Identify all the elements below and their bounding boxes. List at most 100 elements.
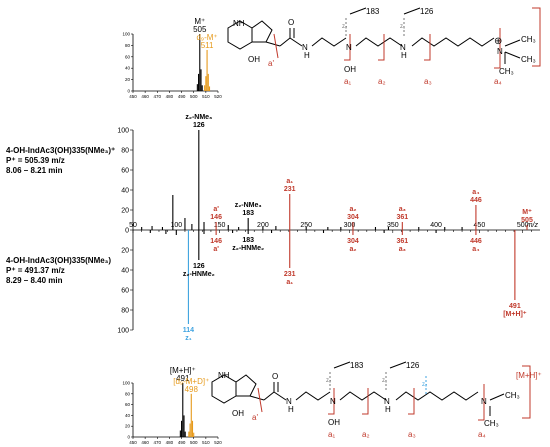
top-inset-series-name: M⁺ [194, 17, 205, 26]
top-inset-ytick-label: 0 [127, 89, 130, 94]
bottom-number-126: 126 [406, 361, 420, 370]
bottom-inset-ytick-label: 100 [122, 381, 130, 386]
bottom-peak-ion: a₃ [399, 246, 406, 253]
top-n2-label: N [400, 43, 406, 52]
bottom-inset-xtick-label: 510 [202, 440, 210, 445]
bottom-structure-text: NH OH O N H N OH N H N CH₃ CH₃ 183 126 z… [218, 361, 542, 439]
analyte-rt-bottom: 8.29 – 8.40 min [6, 276, 63, 285]
top-nh-label: NH [233, 19, 245, 28]
bottom-inset-ytick-label: 0 [127, 435, 130, 440]
mirror-ytick-label-bottom: 40 [121, 268, 129, 275]
mirror-xtick-label: 500 [517, 222, 529, 229]
top-oh-aromatic-label: OH [248, 55, 260, 64]
bottom-ion-label: [M+H]⁺ [516, 371, 542, 380]
top-peak-label: 231 [284, 186, 296, 193]
bottom-inset-xtick-label: 520 [214, 440, 222, 445]
mirror-xtick-label: 200 [257, 222, 269, 229]
mirror-xtick-label: 450 [474, 222, 486, 229]
top-peak-ion: z₂-NMe₃ [235, 202, 262, 209]
bottom-peak-label: 491 [509, 303, 521, 310]
bottom-peak-label: 146 [210, 238, 222, 245]
top-peak-label: 126 [193, 122, 205, 129]
top-frag-a-prime: a' [268, 59, 274, 68]
bottom-methyl-1: CH₃ [505, 391, 520, 400]
bottom-inset-series-name: [M+H]⁺ [170, 366, 196, 375]
analyte-precursor-top: P⁺ = 505.39 m/z [6, 156, 65, 165]
top-peak-ion: a₃ [399, 206, 406, 213]
top-methyl-1: CH₃ [521, 35, 536, 44]
mirror-xtick-label: 400 [430, 222, 442, 229]
bottom-peak-label: 446 [470, 238, 482, 245]
top-peak-label: 304 [347, 214, 359, 221]
top-inset-xtick-label: 520 [214, 94, 222, 99]
mirror-xtick-label: 350 [387, 222, 399, 229]
top-bond-z2: z₂ [342, 24, 348, 30]
bottom-inset-ytick-label: 60 [125, 402, 131, 407]
top-inset-ytick-label: 40 [125, 66, 131, 71]
top-amide-nh-label: N [302, 43, 308, 52]
top-structure-diagram [227, 7, 541, 69]
mirror-ytick-label-top: 20 [121, 208, 129, 215]
bottom-inset-series-name: [d₉-M+D]⁺ [173, 377, 209, 386]
bottom-inset-series-annotation: 498 [185, 385, 199, 394]
bottom-peak-label: 304 [347, 238, 359, 245]
mirror-ytick-label-top: 100 [117, 128, 129, 135]
mirror-xtick-label: 150 [214, 222, 226, 229]
analyte-info-top: 4-OH-IndAc3(OH)335(NMe₃)⁺ P⁺ = 505.39 m/… [6, 146, 115, 176]
mirror-ytick-label-bottom: 80 [121, 308, 129, 315]
bottom-peak-ion: a₄ [472, 246, 479, 253]
bottom-bond-z2a: z₂ [326, 378, 332, 384]
top-number-126: 126 [420, 7, 434, 16]
top-charge-label: ⊕ [494, 36, 502, 47]
top-inset-xtick-label: 510 [202, 94, 210, 99]
mirror-ytick-label-bottom: 100 [117, 328, 129, 335]
bottom-oh-label: OH [328, 418, 340, 427]
analyte-precursor-bottom: P⁺ = 491.37 m/z [6, 266, 65, 275]
bottom-frag-a-prime: a' [252, 413, 258, 422]
bottom-inset-series-annotation: 491 [176, 374, 190, 383]
bottom-carbonyl-label: O [272, 372, 278, 381]
top-inset-xtick-label: 490 [178, 94, 186, 99]
bottom-peak-label: 183 [242, 237, 254, 244]
analyte-rt-top: 8.06 – 8.21 min [6, 166, 63, 175]
top-peak-label: 361 [396, 214, 408, 221]
top-peak-label: 446 [470, 197, 482, 204]
top-quaternary-n-label: N [497, 47, 503, 56]
mirror-xtick-label: 50 [129, 222, 137, 229]
mirror-ytick-label-bottom: 60 [121, 288, 129, 295]
bottom-number-183: 183 [350, 361, 364, 370]
bottom-peak-label: 114 [183, 327, 194, 334]
bottom-inset-ytick-label: 20 [125, 424, 131, 429]
top-frag-a1: a₁ [344, 77, 351, 86]
bottom-peak-ion: a' [213, 246, 219, 253]
bottom-peak-label: 126 [193, 263, 205, 270]
top-inset-xtick-label: 460 [141, 94, 149, 99]
top-frag-a4: a₄ [494, 77, 502, 86]
mirror-ytick-label-top: 0 [125, 228, 129, 235]
top-h2-label: H [401, 51, 407, 60]
top-number-183: 183 [366, 7, 380, 16]
bottom-inset-xtick-label: 480 [166, 440, 174, 445]
bottom-structure-diagram [211, 361, 531, 421]
bottom-frag-a1: a₁ [328, 430, 335, 439]
bottom-bond-z1: z₁ [382, 378, 387, 384]
mirror-ytick-label-top: 40 [121, 188, 129, 195]
bottom-inset-xtick-label: 470 [154, 440, 162, 445]
top-inset-ytick-label: 80 [125, 43, 131, 48]
bottom-h2-label: H [385, 405, 391, 414]
mirror-xtick-label: 300 [344, 222, 356, 229]
top-peak-label: 146 [210, 214, 222, 221]
bottom-inset-ytick-label: 40 [125, 413, 131, 418]
bottom-peak-ion: z₂-HNMe₂ [232, 245, 264, 252]
bottom-peak-label: 231 [284, 271, 296, 278]
top-oh-label: OH [344, 65, 356, 74]
top-peak-ion: M⁺ [522, 209, 532, 216]
bottom-methyl-2: CH₃ [484, 419, 499, 428]
bottom-indole-pyrrole-ring [235, 374, 257, 397]
top-inset-ytick-label: 20 [125, 77, 131, 82]
top-inset-xtick-label: 450 [129, 94, 137, 99]
